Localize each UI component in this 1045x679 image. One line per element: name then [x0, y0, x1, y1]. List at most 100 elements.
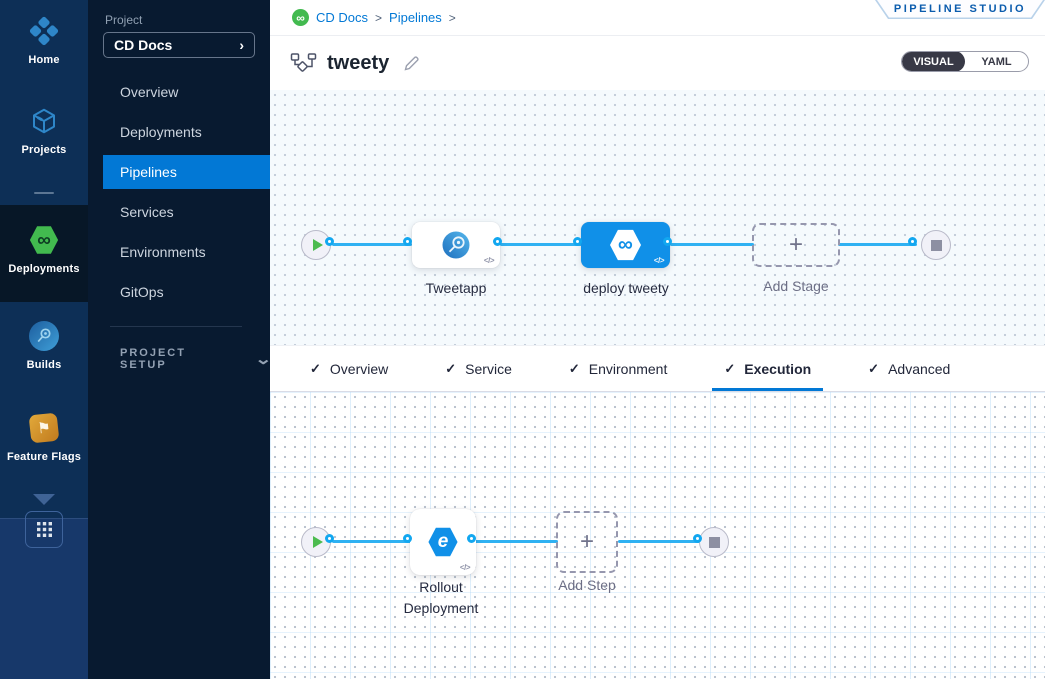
- sidebar-item-label: Home: [28, 54, 60, 66]
- node-port[interactable]: [908, 237, 917, 246]
- node-port[interactable]: [325, 534, 334, 543]
- breadcrumb-separator: >: [375, 10, 383, 25]
- feature-flags-icon: ⚑: [0, 410, 88, 446]
- tab-environment[interactable]: ✓Environment: [569, 346, 668, 391]
- node-port[interactable]: [663, 237, 672, 246]
- sidebar-item-overview[interactable]: Overview: [88, 72, 270, 112]
- connector-wire: [838, 243, 917, 246]
- tab-service[interactable]: ✓Service: [445, 346, 512, 391]
- project-setup-label: PROJECT SETUP: [120, 347, 186, 371]
- stage-config-tabs: ✓Overview ✓Service ✓Environment ✓Executi…: [270, 345, 1045, 392]
- menu-item-label: GitOps: [120, 284, 164, 300]
- rollout-glyph: e: [437, 531, 449, 552]
- sidebar-item-feature-flags[interactable]: ⚑ Feature Flags: [0, 410, 88, 463]
- tab-execution[interactable]: ✓ Execution: [712, 346, 823, 391]
- sidebar-item-deployments-menu[interactable]: Deployments: [88, 112, 270, 152]
- pipeline-studio-label: PIPELINE STUDIO: [893, 2, 1027, 15]
- rail-divider: [34, 192, 54, 194]
- add-stage-button[interactable]: +: [752, 223, 840, 267]
- add-step-button[interactable]: +: [556, 511, 618, 573]
- step-node-rollout-deployment[interactable]: e </>: [410, 509, 476, 575]
- breadcrumb: ∞ CD Docs > Pipelines >: [270, 0, 1045, 36]
- sidebar-item-gitops[interactable]: GitOps: [88, 272, 270, 312]
- tab-overview[interactable]: ✓ Overview: [310, 346, 388, 391]
- stop-icon: [708, 536, 720, 548]
- connector-wire: [332, 540, 412, 543]
- pipeline-title-bar: tweety VISUAL YAML: [270, 36, 1045, 90]
- node-port[interactable]: [325, 237, 334, 246]
- tab-label: Advanced: [888, 360, 951, 377]
- sidebar-item-environments[interactable]: Environments: [88, 232, 270, 272]
- sidebar-item-builds[interactable]: Builds: [0, 318, 88, 371]
- menu-item-label: Environments: [120, 244, 206, 260]
- app-grid-button[interactable]: [25, 511, 63, 548]
- node-port[interactable]: [493, 237, 502, 246]
- stage-canvas[interactable]: </> Tweetapp ∞ </> deploy tweety + Add S…: [270, 90, 1045, 345]
- connector-wire: [474, 540, 558, 543]
- tab-label: Service: [465, 360, 512, 377]
- sidebar-item-label: Projects: [21, 144, 67, 156]
- node-port[interactable]: [403, 237, 412, 246]
- check-icon: ✓: [724, 360, 736, 376]
- project-setup-toggle[interactable]: PROJECT SETUP ⌄: [120, 347, 273, 371]
- project-selector[interactable]: CD Docs ›: [103, 32, 255, 58]
- stage-node-tweetapp[interactable]: </>: [412, 222, 500, 268]
- tab-label: Overview: [329, 360, 389, 377]
- breadcrumb-link-project[interactable]: CD Docs: [316, 10, 369, 25]
- connector-wire: [670, 243, 754, 246]
- chevron-right-icon: ›: [239, 37, 244, 53]
- breadcrumb-separator: >: [448, 10, 456, 25]
- pipeline-studio-badge: PIPELINE STUDIO: [875, 0, 1045, 19]
- project-selector-value: CD Docs: [114, 37, 173, 53]
- execution-start-node[interactable]: [301, 527, 331, 557]
- execution-canvas[interactable]: e </> Rollout Deployment + Add Step: [270, 392, 1045, 679]
- sidebar-item-projects[interactable]: Projects: [0, 103, 88, 156]
- edit-pencil-icon[interactable]: [403, 55, 420, 72]
- code-icon: </>: [483, 256, 495, 265]
- check-icon: ✓: [310, 360, 321, 376]
- infinity-glyph: ∞: [618, 233, 633, 256]
- breadcrumb-link-pipelines[interactable]: Pipelines: [389, 10, 442, 25]
- panel-divider: [110, 326, 242, 327]
- sidebar-item-label: Deployments: [8, 263, 80, 275]
- rail-bottom-section: [0, 518, 88, 679]
- check-icon: ✓: [868, 360, 880, 376]
- sidebar-item-home[interactable]: Home: [0, 13, 88, 66]
- tab-label: Execution: [744, 360, 812, 377]
- main-area: PIPELINE STUDIO ∞ CD Docs > Pipelines > …: [270, 0, 1045, 679]
- sidebar-item-label: Feature Flags: [6, 451, 82, 463]
- sidebar-item-services[interactable]: Services: [88, 192, 270, 232]
- stop-icon: [930, 239, 942, 251]
- tab-advanced[interactable]: ✓ Advanced: [868, 346, 950, 391]
- node-port[interactable]: [403, 534, 412, 543]
- rail-expand-control[interactable]: [0, 494, 88, 505]
- home-icon: [0, 13, 88, 49]
- sidebar-item-pipelines[interactable]: Pipelines: [88, 152, 270, 192]
- menu-item-label: Pipelines: [120, 164, 177, 180]
- execution-end-node[interactable]: [699, 527, 729, 557]
- yaml-toggle-button[interactable]: YAML: [981, 55, 1012, 68]
- plus-icon: +: [788, 231, 803, 258]
- ci-stage-icon: [442, 231, 470, 259]
- step-node-label: Rollout Deployment: [403, 579, 479, 616]
- node-port[interactable]: [573, 237, 582, 246]
- tab-label: Environment: [588, 360, 668, 377]
- menu-item-label: Services: [120, 204, 174, 220]
- stage-node-label: deploy tweety: [583, 280, 669, 296]
- project-section-label: Project: [105, 13, 143, 27]
- pipeline-icon: [290, 53, 317, 72]
- rollout-step-icon: e: [428, 527, 458, 557]
- visual-toggle-button[interactable]: VISUAL: [902, 52, 965, 71]
- node-port[interactable]: [467, 534, 476, 543]
- stage-node-deploy-tweety[interactable]: ∞ </>: [581, 222, 670, 268]
- chevron-down-icon: [33, 494, 55, 505]
- sidebar-item-label: Builds: [26, 359, 62, 371]
- pipeline-end-node[interactable]: [921, 230, 951, 260]
- plus-icon: +: [579, 528, 594, 555]
- chevron-down-icon: ⌄: [254, 351, 273, 368]
- infinity-glyph: ∞: [37, 229, 51, 251]
- menu-item-label: Overview: [120, 84, 179, 100]
- sidebar-item-deployments[interactable]: ∞ Deployments: [0, 222, 88, 275]
- node-port[interactable]: [693, 534, 702, 543]
